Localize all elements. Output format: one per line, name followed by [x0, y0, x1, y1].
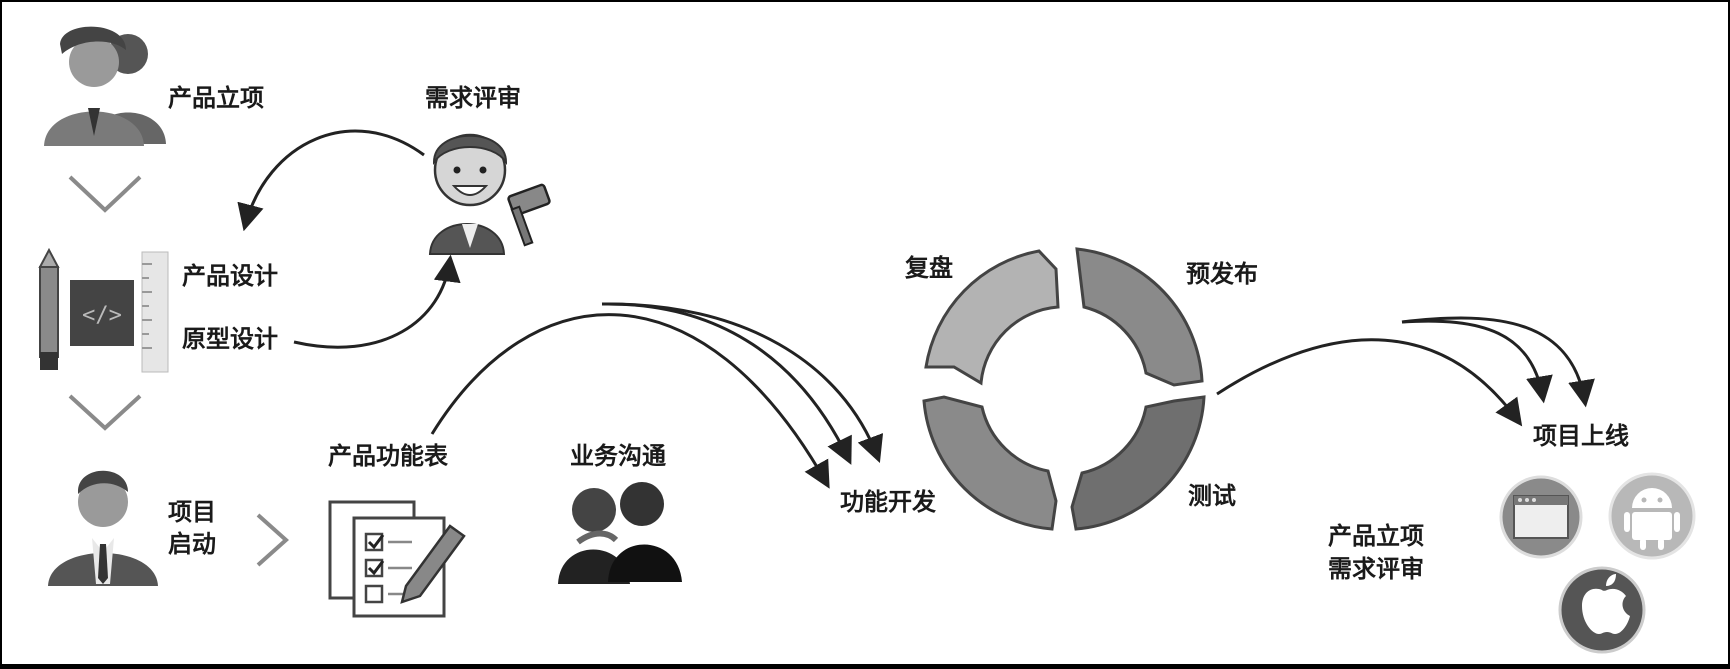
- label-feature-dev: 功能开发: [840, 488, 936, 516]
- judge-gavel-icon: [428, 133, 551, 255]
- ring-segment-pre-release: [1075, 247, 1204, 387]
- label-requirement-review: 需求评审: [425, 84, 521, 112]
- label-project-start-1: 项目: [168, 498, 216, 526]
- arrow-cycle-to-launch: [1401, 316, 1595, 408]
- label-retrospective: 复盘: [905, 254, 953, 282]
- label-product-initiation: 产品立项: [168, 84, 264, 112]
- label-testing: 测试: [1188, 482, 1236, 510]
- label-feature-list: 产品功能表: [328, 442, 448, 470]
- apple-icon: [1558, 566, 1646, 654]
- arrow-feature-to-dev: [601, 302, 884, 464]
- team-icon: [44, 26, 166, 146]
- label-prototype-design: 原型设计: [182, 325, 278, 353]
- ring-segment-retrospective: [924, 249, 1060, 386]
- browser-icon: [1499, 475, 1583, 559]
- arrow-prototype-to-review: [293, 254, 461, 349]
- ring-segment-testing: [1070, 395, 1206, 531]
- arrow-review-to-design: [237, 129, 425, 232]
- design-tools-icon: </>: [38, 247, 169, 373]
- arrow-cycle-to-launch: [1216, 338, 1523, 427]
- label-project-start-2: 启动: [168, 530, 216, 558]
- arrow-cycle-to-launch: [1401, 319, 1553, 404]
- label-product-design: 产品设计: [182, 262, 278, 290]
- manager-icon: [48, 470, 158, 586]
- meeting-people-icon: [558, 482, 682, 584]
- label-business-comm: 业务沟通: [570, 442, 666, 470]
- label-bottom-initiation: 产品立项: [1328, 522, 1424, 550]
- chevron-down-icon: [68, 175, 142, 213]
- svg-text:</>: </>: [82, 303, 122, 328]
- label-bottom-review: 需求评审: [1328, 555, 1424, 583]
- label-pre-release: 预发布: [1186, 260, 1258, 288]
- checklist-icon: [328, 500, 466, 618]
- chevron-down-icon: [68, 394, 142, 431]
- android-icon: [1608, 472, 1696, 560]
- arrow-feature-to-dev: [430, 313, 830, 489]
- chevron-right-icon: [256, 513, 290, 567]
- ring-segment-development: [922, 395, 1058, 531]
- label-project-launch: 项目上线: [1533, 422, 1629, 450]
